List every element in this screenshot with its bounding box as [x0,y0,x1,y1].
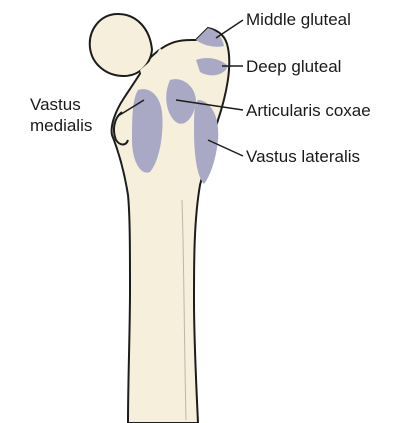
label-vastus-medialis-line1: Vastus [30,95,81,114]
leader-middle-gluteal [216,20,243,38]
femur-bone [90,14,229,423]
label-deep-gluteal: Deep gluteal [246,57,341,76]
femoral-head [90,14,152,76]
label-vastus-lateralis: Vastus lateralis [246,147,360,166]
label-middle-gluteal: Middle gluteal [246,10,351,29]
label-articularis-coxae: Articularis coxae [246,101,371,120]
label-vastus-medialis-line2: medialis [30,116,92,135]
